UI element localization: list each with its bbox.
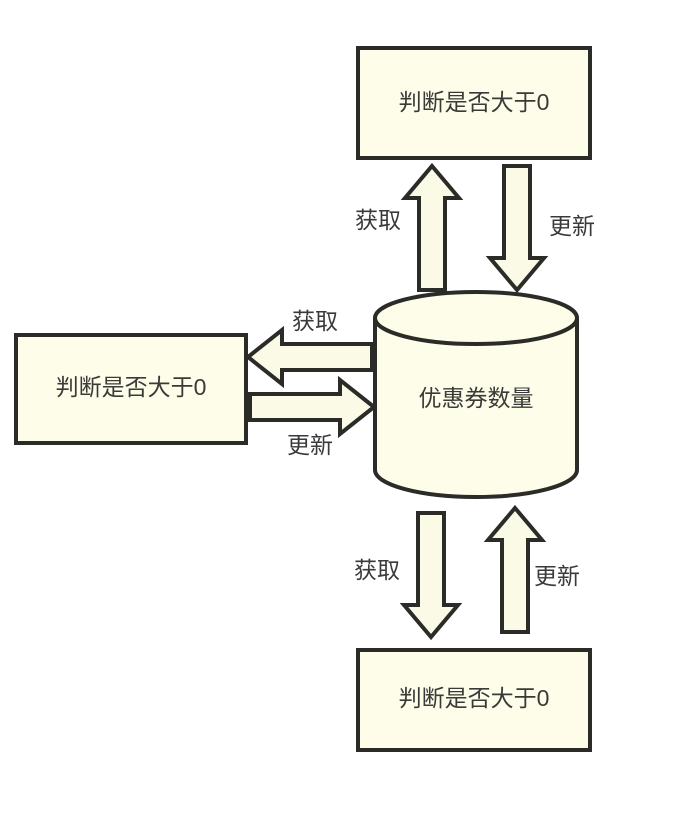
- up-arrow-获取[interactable]: [400, 162, 464, 292]
- top-process-label: 判断是否大于0: [399, 89, 550, 115]
- bottom-process-rect[interactable]: [356, 648, 592, 752]
- edge-bottom-to-datastore[interactable]: 更新: [483, 504, 580, 634]
- edge-label-datastore-to-bottom: 获取: [354, 557, 400, 583]
- bottom-process-label: 判断是否大于0: [399, 685, 550, 711]
- edge-datastore-to-bottom[interactable]: 获取: [354, 511, 463, 641]
- edge-label-bottom-to-datastore: 更新: [534, 563, 580, 589]
- node-top-process[interactable]: 判断是否大于0: [356, 46, 592, 160]
- edge-label-top-to-datastore: 更新: [549, 213, 595, 239]
- right-arrow-更新[interactable]: [248, 375, 378, 439]
- edge-label-datastore-to-top: 获取: [355, 207, 401, 233]
- edge-label-left-to-datastore: 更新: [287, 432, 333, 458]
- left-process-label: 判断是否大于0: [56, 374, 207, 400]
- left-process-rect[interactable]: [14, 333, 248, 445]
- top-process-rect[interactable]: [356, 46, 592, 160]
- edge-left-to-datastore[interactable]: 更新: [248, 375, 378, 458]
- edge-datastore-to-left[interactable]: 获取: [244, 308, 374, 389]
- edge-datastore-to-top[interactable]: 获取: [355, 162, 464, 292]
- datastore-label: 优惠券数量: [419, 385, 534, 411]
- edge-top-to-datastore[interactable]: 更新: [485, 164, 595, 294]
- up-arrow-更新-bottom[interactable]: [483, 504, 547, 634]
- node-left-process[interactable]: 判断是否大于0: [14, 333, 248, 445]
- node-datastore[interactable]: 优惠券数量: [373, 290, 579, 499]
- edge-label-datastore-to-left: 获取: [292, 308, 338, 334]
- datastore-cylinder-body[interactable]: [373, 316, 579, 499]
- down-arrow-获取-bottom[interactable]: [399, 511, 463, 641]
- left-arrow-获取[interactable]: [244, 325, 374, 389]
- datastore-cylinder-top[interactable]: [373, 290, 579, 346]
- down-arrow-更新[interactable]: [485, 164, 549, 294]
- node-bottom-process[interactable]: 判断是否大于0: [356, 648, 592, 752]
